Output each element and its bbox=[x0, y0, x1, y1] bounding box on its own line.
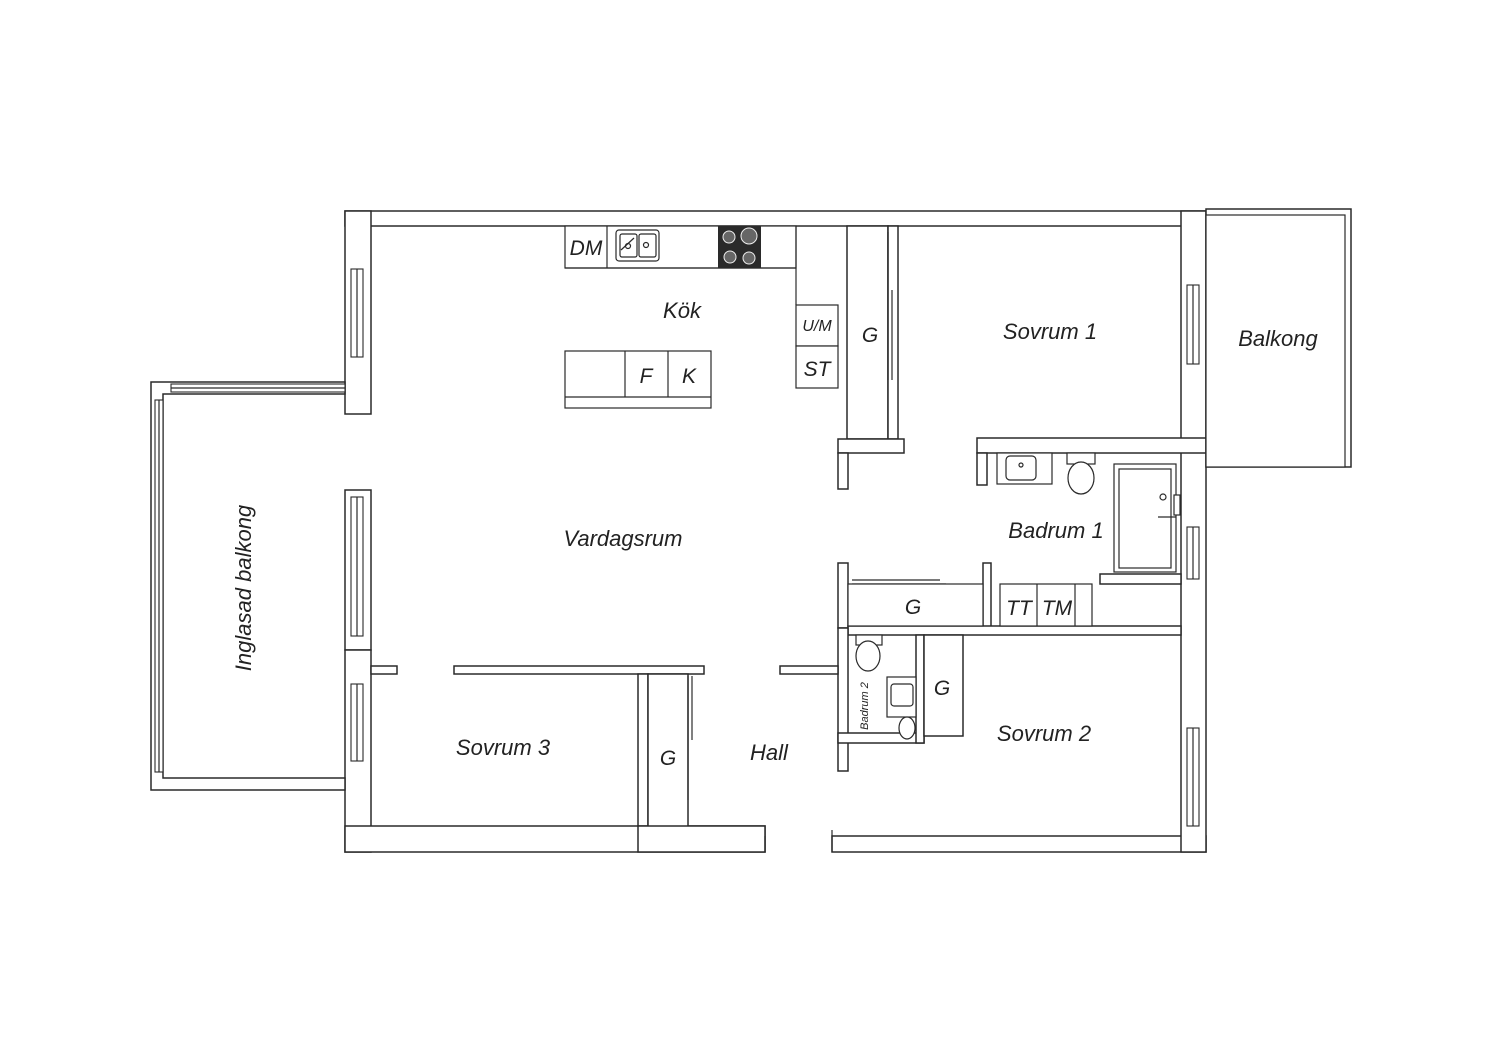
living-room-label: Vardagsrum bbox=[563, 526, 682, 551]
bathroom-1-fixtures bbox=[996, 452, 1181, 573]
tumble-dryer-label: TT bbox=[1006, 597, 1034, 620]
wardrobe-label-bedroom-2: G bbox=[934, 677, 950, 700]
freezer-label: F bbox=[640, 365, 654, 388]
bedroom-3-label: Sovrum 3 bbox=[456, 735, 551, 760]
door-openings bbox=[764, 830, 833, 852]
hall-label: Hall bbox=[750, 740, 789, 765]
dishwasher-label: DM bbox=[570, 237, 603, 260]
microwave-oven-label: U/M bbox=[802, 318, 832, 335]
glazed-balcony-label: Inglasad balkong bbox=[231, 504, 256, 671]
cooktop-icon bbox=[718, 226, 761, 268]
balconies bbox=[150, 208, 1352, 791]
storage-cabinet-label: ST bbox=[804, 358, 833, 381]
balcony-label: Balkong bbox=[1238, 326, 1318, 351]
kitchen-island bbox=[564, 350, 712, 409]
wardrobe-label-bedroom-1: G bbox=[862, 324, 878, 347]
bedroom-2-label: Sovrum 2 bbox=[997, 721, 1091, 746]
wardrobe-label-bedroom-3: G bbox=[660, 747, 676, 770]
interior-walls bbox=[370, 225, 1207, 853]
bathroom-2-fixtures bbox=[855, 634, 917, 740]
hall-storage bbox=[847, 583, 1093, 627]
fridge-label: K bbox=[682, 365, 697, 388]
wardrobe-label-hall: G bbox=[905, 596, 921, 619]
washing-machine-label: TM bbox=[1042, 597, 1073, 620]
bathroom-2-label: Badrum 2 bbox=[859, 682, 871, 730]
fixture-labels: DM F K U/M ST G G G G TT TM bbox=[570, 237, 1073, 770]
bedroom-1-label: Sovrum 1 bbox=[1003, 319, 1097, 344]
room-labels: Kök Vardagsrum Sovrum 1 Sovrum 2 Sovrum … bbox=[231, 298, 1319, 765]
kitchen-tall-units bbox=[795, 226, 839, 389]
kitchen-label: Kök bbox=[663, 298, 702, 323]
bathroom-1-label: Badrum 1 bbox=[1008, 518, 1103, 543]
windows bbox=[350, 268, 1200, 827]
